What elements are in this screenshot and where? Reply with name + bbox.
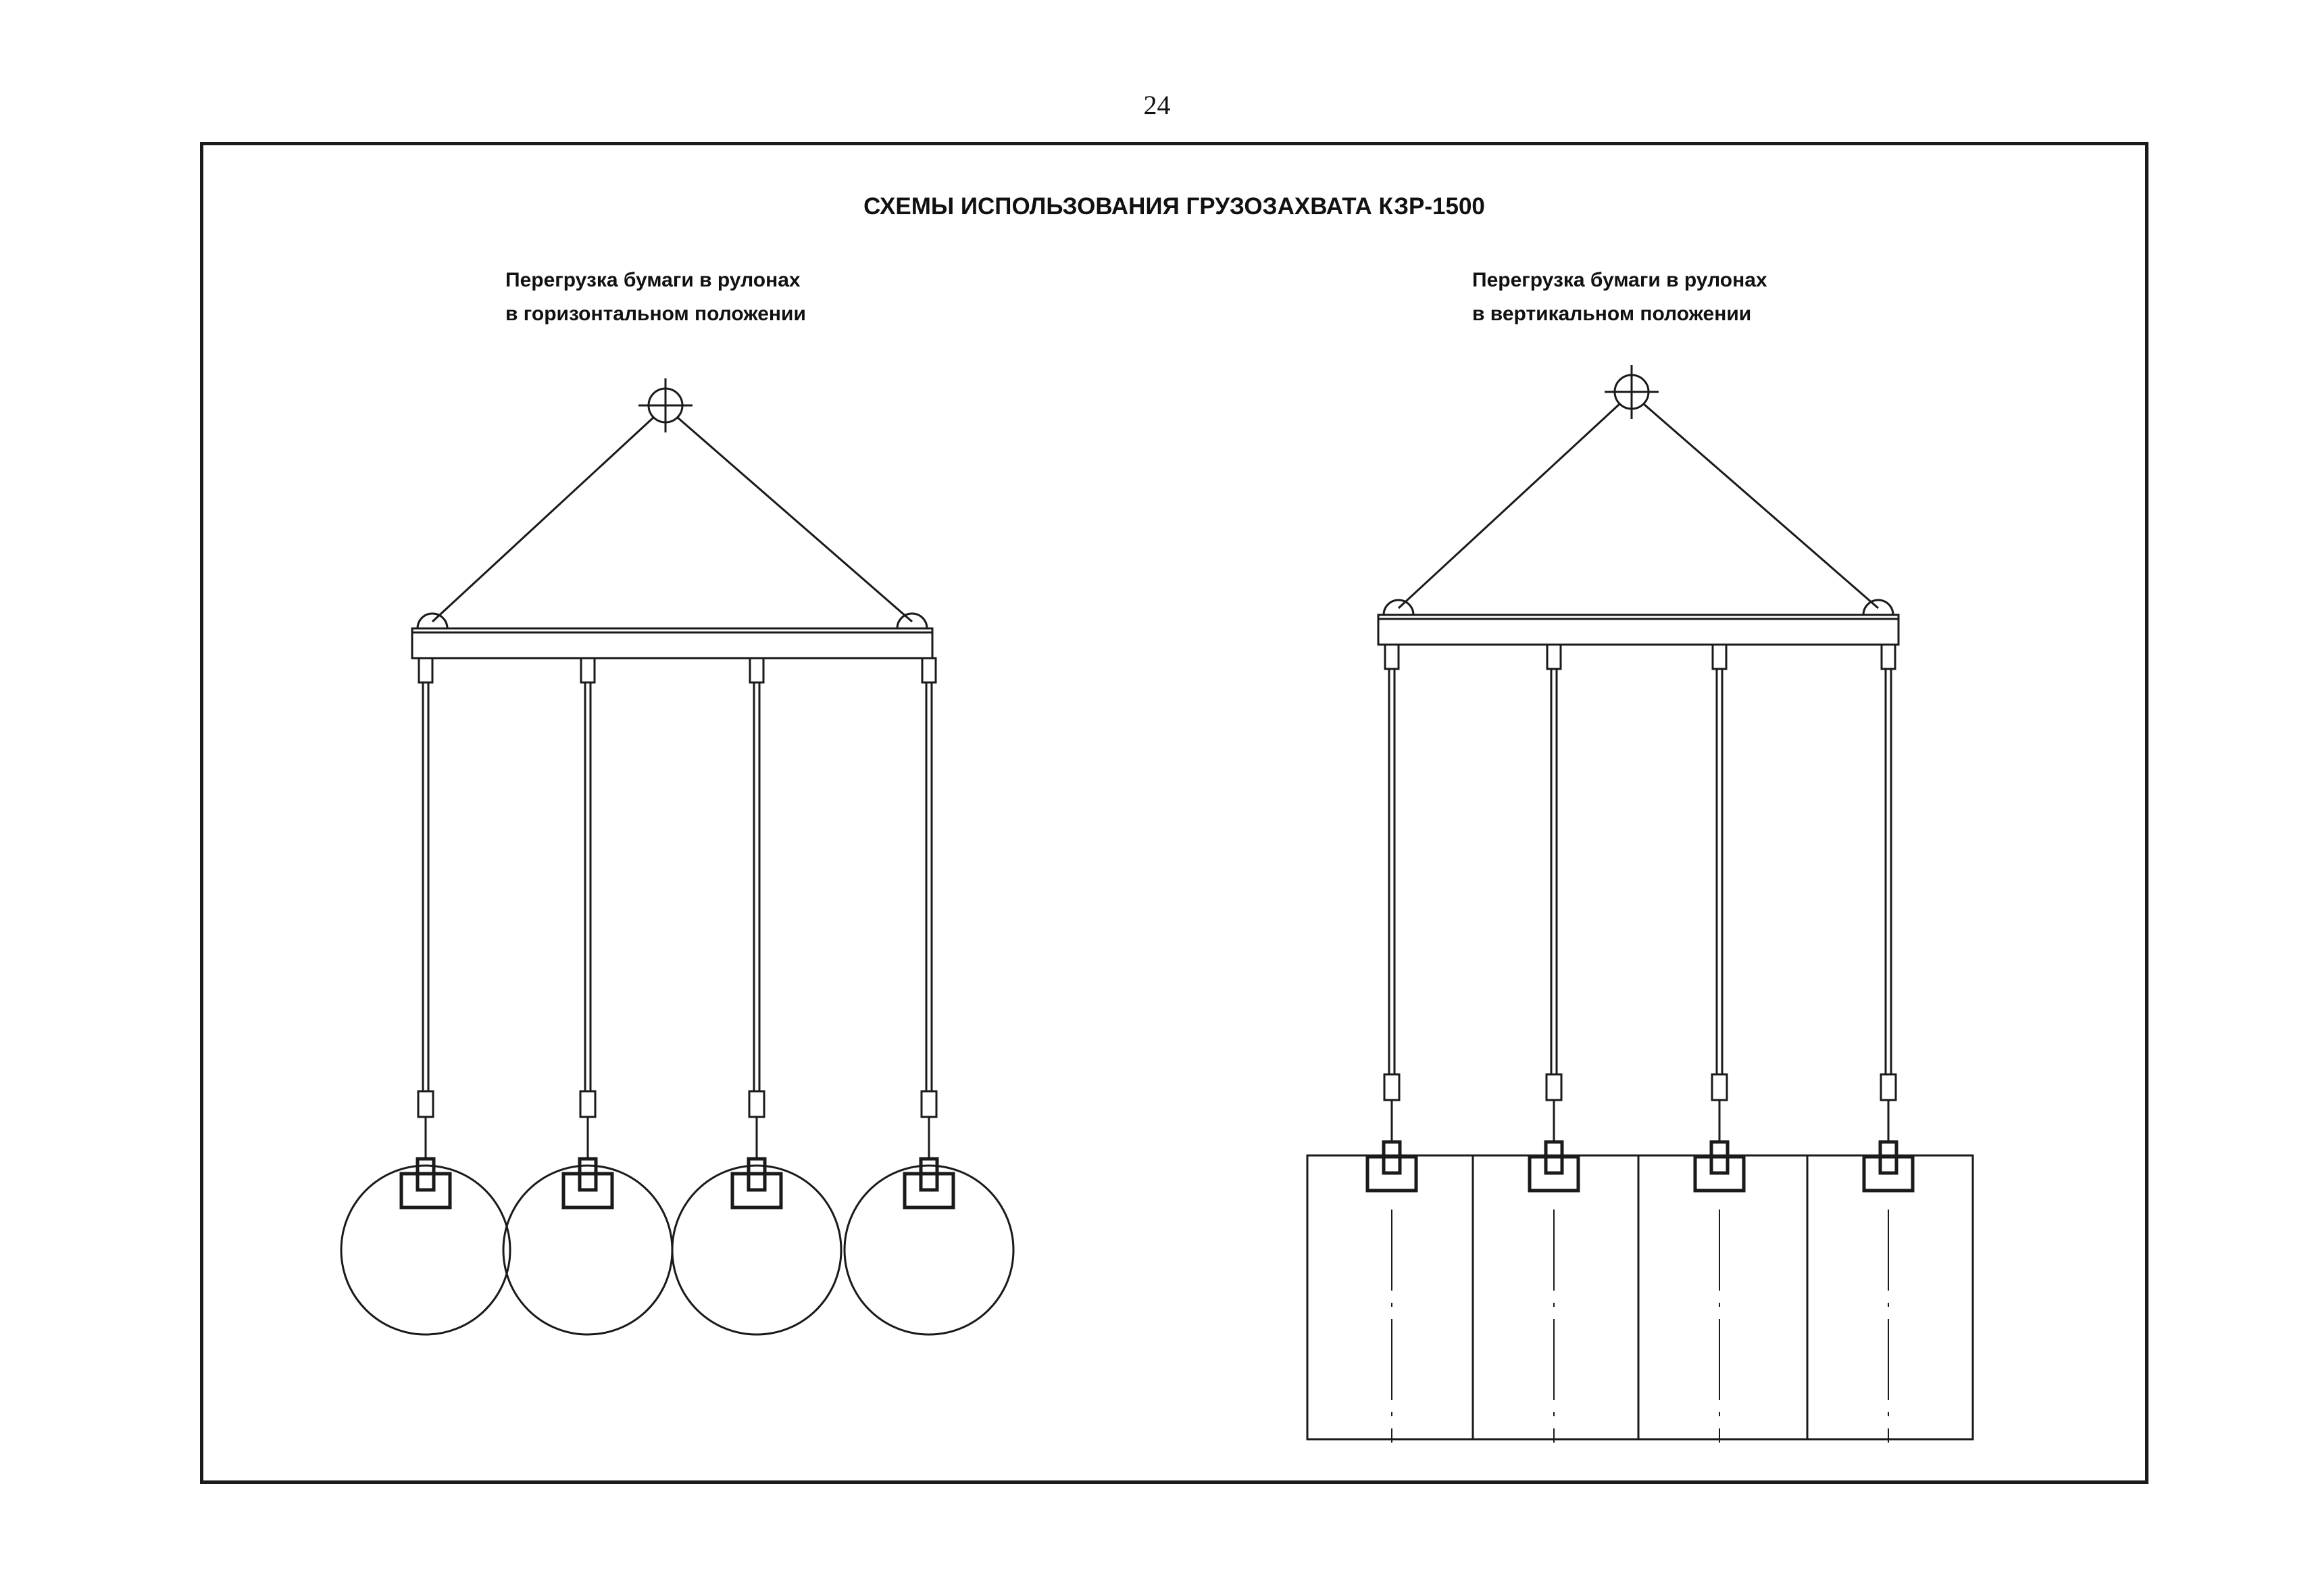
caption-line-1: Перегрузка бумаги в рулонах bbox=[505, 269, 801, 291]
grip-clamp bbox=[399, 1172, 452, 1210]
hanger-clamp bbox=[1546, 643, 1562, 670]
beam-knob-left bbox=[416, 612, 449, 629]
hanger-3 bbox=[730, 657, 783, 1210]
hanger-clamp bbox=[1384, 643, 1400, 670]
grip-clamp bbox=[1862, 1155, 1915, 1193]
page-title: СХЕМЫ ИСПОЛЬЗОВАНИЯ ГРУЗОЗАХВАТА КЗР-150… bbox=[863, 193, 1485, 220]
hanger-clamp bbox=[418, 657, 434, 684]
paper-roll-4 bbox=[843, 1164, 1015, 1336]
caption-line-2: в вертикальном положении bbox=[1472, 303, 1752, 325]
scheme-vertical bbox=[1365, 365, 1915, 1193]
sling-left bbox=[431, 416, 655, 623]
beam-knob-right bbox=[1862, 599, 1894, 616]
paper-roll-3 bbox=[671, 1164, 842, 1336]
hanger-link bbox=[748, 1090, 765, 1118]
hanger-link bbox=[1545, 1073, 1563, 1101]
hanger-4 bbox=[903, 657, 955, 1210]
sling-left bbox=[1397, 403, 1621, 609]
scheme-caption-horizontal: Перегрузка бумаги в рулонах в горизонтал… bbox=[505, 264, 806, 331]
caption-line-1: Перегрузка бумаги в рулонах bbox=[1472, 269, 1767, 291]
vertical-rolls-load bbox=[1306, 1154, 1974, 1443]
page-number: 24 bbox=[1143, 90, 1171, 120]
rolls-block-outline bbox=[1306, 1154, 1974, 1441]
hanger-clamp bbox=[749, 657, 765, 684]
hanger-2 bbox=[1528, 643, 1580, 1193]
hanger-link bbox=[579, 1090, 597, 1118]
scheme-horizontal bbox=[399, 378, 955, 1210]
grip-clamp bbox=[1693, 1155, 1746, 1193]
hanger-clamp bbox=[1880, 643, 1896, 670]
caption-line-2: в горизонтальном положении bbox=[505, 303, 806, 325]
hanger-clamp bbox=[1711, 643, 1728, 670]
hanger-link bbox=[1383, 1073, 1401, 1101]
grip-clamp bbox=[561, 1172, 614, 1210]
spreader-beam bbox=[411, 627, 934, 659]
hanger-1 bbox=[399, 657, 452, 1210]
grip-clamp bbox=[730, 1172, 783, 1210]
hanger-clamp bbox=[921, 657, 937, 684]
hanger-link bbox=[920, 1090, 938, 1118]
grip-clamp bbox=[1365, 1155, 1418, 1193]
hanger-link bbox=[1711, 1073, 1728, 1101]
hanger-link bbox=[1880, 1073, 1897, 1101]
beam-knob-left bbox=[1382, 599, 1415, 616]
horizontal-rolls-load bbox=[340, 1164, 1015, 1336]
hanger-2 bbox=[561, 657, 614, 1210]
beam-knob-right bbox=[896, 612, 928, 629]
paper-roll-1 bbox=[340, 1164, 511, 1336]
sling-right bbox=[1643, 403, 1879, 609]
hanger-1 bbox=[1365, 643, 1418, 1193]
sling-right bbox=[677, 416, 913, 623]
hanger-3 bbox=[1693, 643, 1746, 1193]
hanger-4 bbox=[1862, 643, 1915, 1193]
grip-clamp bbox=[1528, 1155, 1580, 1193]
hanger-link bbox=[417, 1090, 434, 1118]
grip-clamp bbox=[903, 1172, 955, 1210]
scheme-caption-vertical: Перегрузка бумаги в рулонах в вертикальн… bbox=[1472, 264, 1767, 331]
drawing-frame bbox=[200, 142, 2148, 1484]
hanger-clamp bbox=[580, 657, 596, 684]
spreader-beam bbox=[1377, 614, 1900, 646]
